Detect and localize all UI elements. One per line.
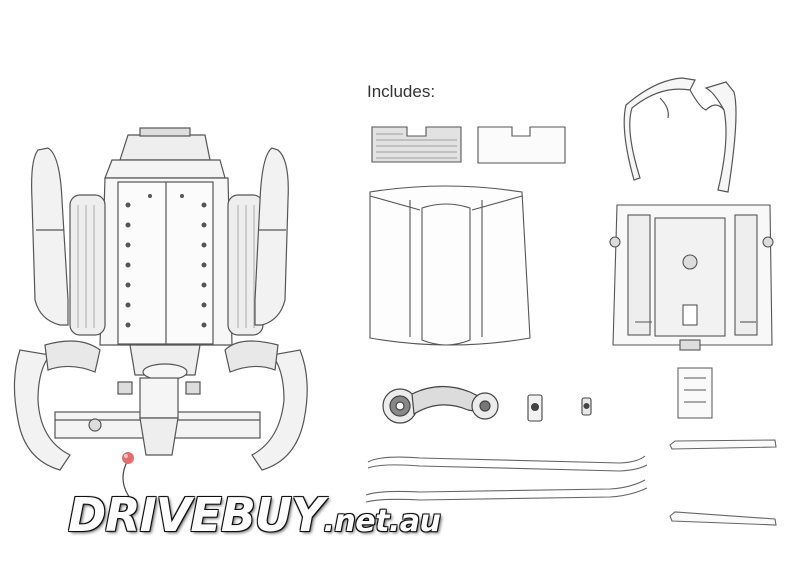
logo-antenna (121, 452, 134, 510)
short-rod-lower (669, 511, 777, 526)
small-bracket (677, 367, 713, 419)
grille-panel (371, 126, 462, 163)
blank-panel (477, 126, 566, 164)
includes-label: Includes: (367, 82, 436, 101)
engine-assembly (13, 127, 308, 471)
small-clip-1 (527, 394, 543, 422)
roll-hoop (623, 77, 737, 193)
side-rail-upper (367, 455, 648, 472)
small-clip-2 (581, 397, 592, 416)
watermark-brand: DRIVEBUY (68, 488, 324, 542)
side-rail-lower (365, 479, 648, 503)
watermark-domain: .net.au (323, 504, 441, 539)
chassis-module (609, 204, 774, 351)
bonnet-hood (369, 185, 531, 346)
short-rod-upper (669, 439, 777, 450)
bolt-rows (125, 194, 207, 328)
drivebuy-watermark: DRIVEBUY.net.au (68, 488, 441, 542)
steering-linkage (382, 385, 499, 424)
